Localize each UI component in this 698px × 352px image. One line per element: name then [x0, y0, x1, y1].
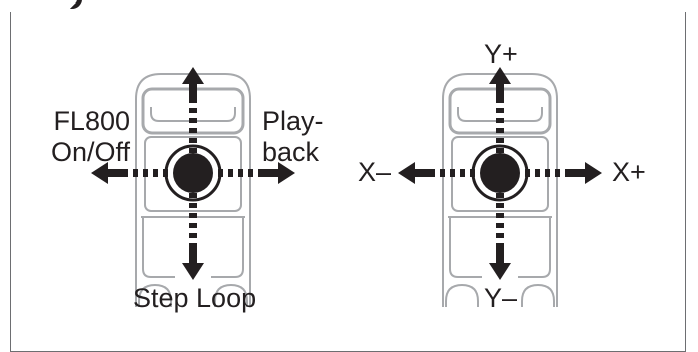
- fl800-onoff-label: FL800 On/Off: [40, 106, 130, 168]
- play-text: Play-: [262, 106, 324, 136]
- fl800-text: FL800: [53, 106, 130, 136]
- right-remote: [396, 65, 604, 309]
- playback-label: Play- back: [262, 106, 324, 168]
- y-minus-label: Y–: [484, 283, 518, 313]
- back-text: back: [262, 137, 320, 167]
- frame-top-cover: [11, 0, 685, 22]
- x-minus-label: X–: [358, 157, 392, 187]
- joystick-diagram: [89, 65, 604, 309]
- x-plus-label: X+: [612, 157, 646, 187]
- y-plus-label: Y+: [484, 39, 518, 69]
- step-loop-label: Step Loop: [133, 283, 257, 313]
- onoff-text: On/Off: [50, 137, 130, 167]
- header-text-fragment: [70, 0, 82, 9]
- left-remote: [89, 65, 297, 309]
